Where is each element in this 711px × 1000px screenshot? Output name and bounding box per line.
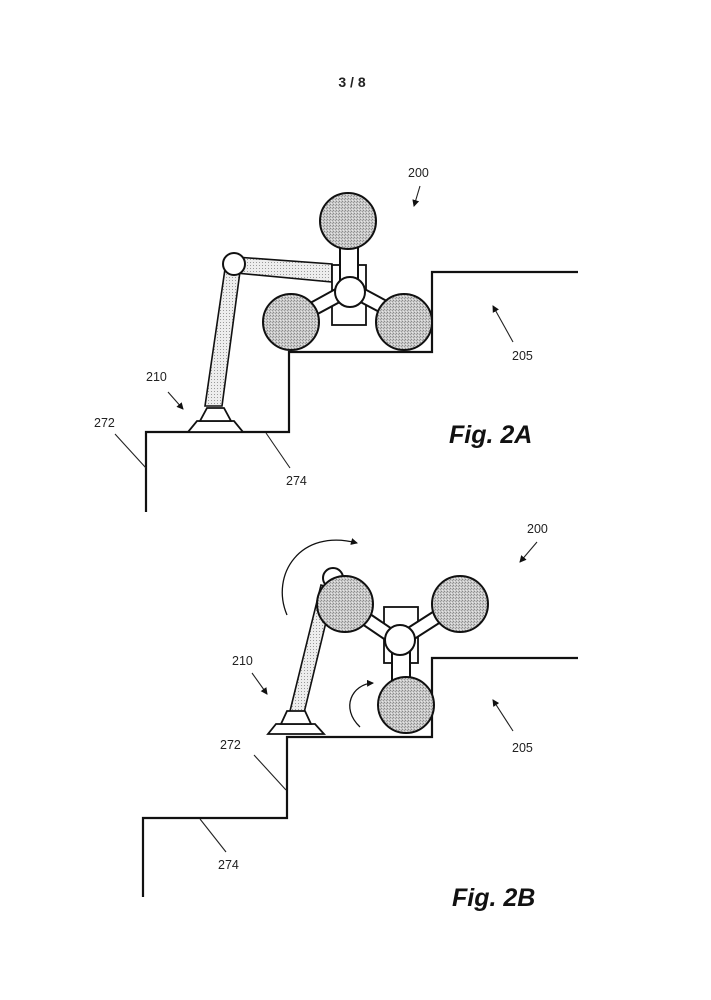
leader-210-2b [251,672,268,695]
ref-robot-2a: 200 [408,166,429,180]
robot-hub-2b [384,624,416,656]
leader-274-2a [265,432,291,469]
page-number: 3 / 8 [338,74,365,90]
leader-200-2a [412,185,421,207]
figure-2a: 200 205 210 272 274 Fig. 2A [94,166,578,512]
leader-205-2b [492,699,514,732]
leader-205-2a [492,305,514,343]
wheel-bottom-2b [377,676,435,734]
leader-274-2b [199,818,227,853]
ref-staircase-2b: 205 [512,741,533,755]
arm-base-foot-2b [266,723,327,735]
leader-200-2b [519,541,538,563]
ref-arm-2b: 210 [232,654,253,668]
robot-2b [266,567,489,735]
staircase-2b [141,656,578,897]
arm-lower-link-2a [204,261,242,407]
robot-hub-2a [334,276,366,308]
ref-robot-2b: 200 [527,522,548,536]
rotation-arrow-small-2b [349,679,374,728]
ref-tread-2a: 274 [286,474,307,488]
wheel-top-2a [319,192,377,250]
wheel-left-2a [262,293,320,351]
figure-caption-2b: Fig. 2B [452,884,535,912]
ref-riser-2b: 272 [220,738,241,752]
wheel-left-2b [316,575,374,633]
leader-272-2b [253,754,287,791]
ref-staircase-2a: 205 [512,349,533,363]
figure-2b: 200 205 210 272 274 Fig. 2B [141,522,578,912]
staircase-2a [144,270,578,512]
arm-elbow-joint-2a [222,252,246,276]
arm-base-foot-2a [186,420,245,433]
leader-210-2a [167,391,184,410]
robot-2a [186,192,433,433]
figure-caption-2a: Fig. 2A [449,421,532,449]
ref-arm-2a: 210 [146,370,167,384]
arm-base-mount-2b [279,710,313,725]
wheel-right-2b [431,575,489,633]
wheel-right-2a [375,293,433,351]
arm-base-mount-2a [198,407,233,422]
ref-riser-2a: 272 [94,416,115,430]
arm-upper-link-2a [235,256,333,283]
ref-tread-2b: 274 [218,858,239,872]
leader-272-2a [114,433,147,469]
rotation-arrow-large-2b [281,538,358,616]
